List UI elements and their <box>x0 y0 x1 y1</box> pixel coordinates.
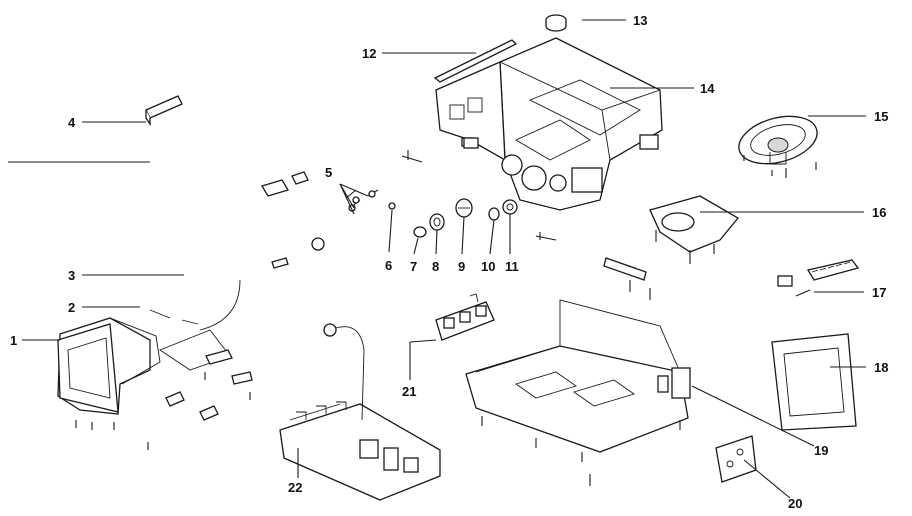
callout-15: 15 <box>874 109 888 124</box>
part-4-block <box>145 95 183 127</box>
part-2-3-cables <box>147 279 253 450</box>
callout-19: 19 <box>814 443 828 458</box>
callout-5: 5 <box>325 165 332 180</box>
callout-10: 10 <box>481 259 495 274</box>
callout-7: 7 <box>410 259 417 274</box>
part-18-panel <box>771 333 857 431</box>
small-hardware-left <box>261 137 557 269</box>
callout-2: 2 <box>68 300 75 315</box>
part-16-bracket <box>649 195 739 264</box>
part-22-lower-board <box>279 323 441 501</box>
callout-13: 13 <box>633 13 647 28</box>
part-21-control-board <box>435 293 495 341</box>
callout-11: 11 <box>505 259 519 274</box>
part-8-knob <box>429 213 445 231</box>
callout-17: 17 <box>872 285 886 300</box>
callout-9: 9 <box>458 259 465 274</box>
callout-labels: 1 2 3 4 5 6 7 8 9 10 11 12 13 14 15 16 1… <box>10 13 888 511</box>
callout-12: 12 <box>362 46 376 61</box>
part-13-cap <box>545 14 567 32</box>
callout-21: 21 <box>402 384 416 399</box>
part-15-speaker <box>738 115 818 178</box>
part-1-crt-hood <box>57 317 161 430</box>
part-7-knob <box>413 226 427 238</box>
callout-3: 3 <box>68 268 75 283</box>
callout-22: 22 <box>288 480 302 495</box>
callout-8: 8 <box>432 259 439 274</box>
part-14-top-cabinet <box>435 37 663 211</box>
part-12-rod <box>433 39 518 83</box>
part-11-knob <box>502 199 518 215</box>
callout-18: 18 <box>874 360 888 375</box>
part-9-knob <box>455 198 473 218</box>
part-19-chassis <box>465 299 691 486</box>
callout-16: 16 <box>872 205 886 220</box>
callout-4: 4 <box>68 115 76 130</box>
callout-1: 1 <box>10 333 17 348</box>
callout-6: 6 <box>385 258 392 273</box>
small-hardware-right <box>603 257 651 300</box>
part-20-small-board <box>715 435 757 483</box>
callout-20: 20 <box>788 496 802 511</box>
part-17-connector <box>777 259 860 297</box>
part-10-knob <box>488 207 500 221</box>
callout-14: 14 <box>700 81 715 96</box>
leader-lines <box>22 19 866 499</box>
